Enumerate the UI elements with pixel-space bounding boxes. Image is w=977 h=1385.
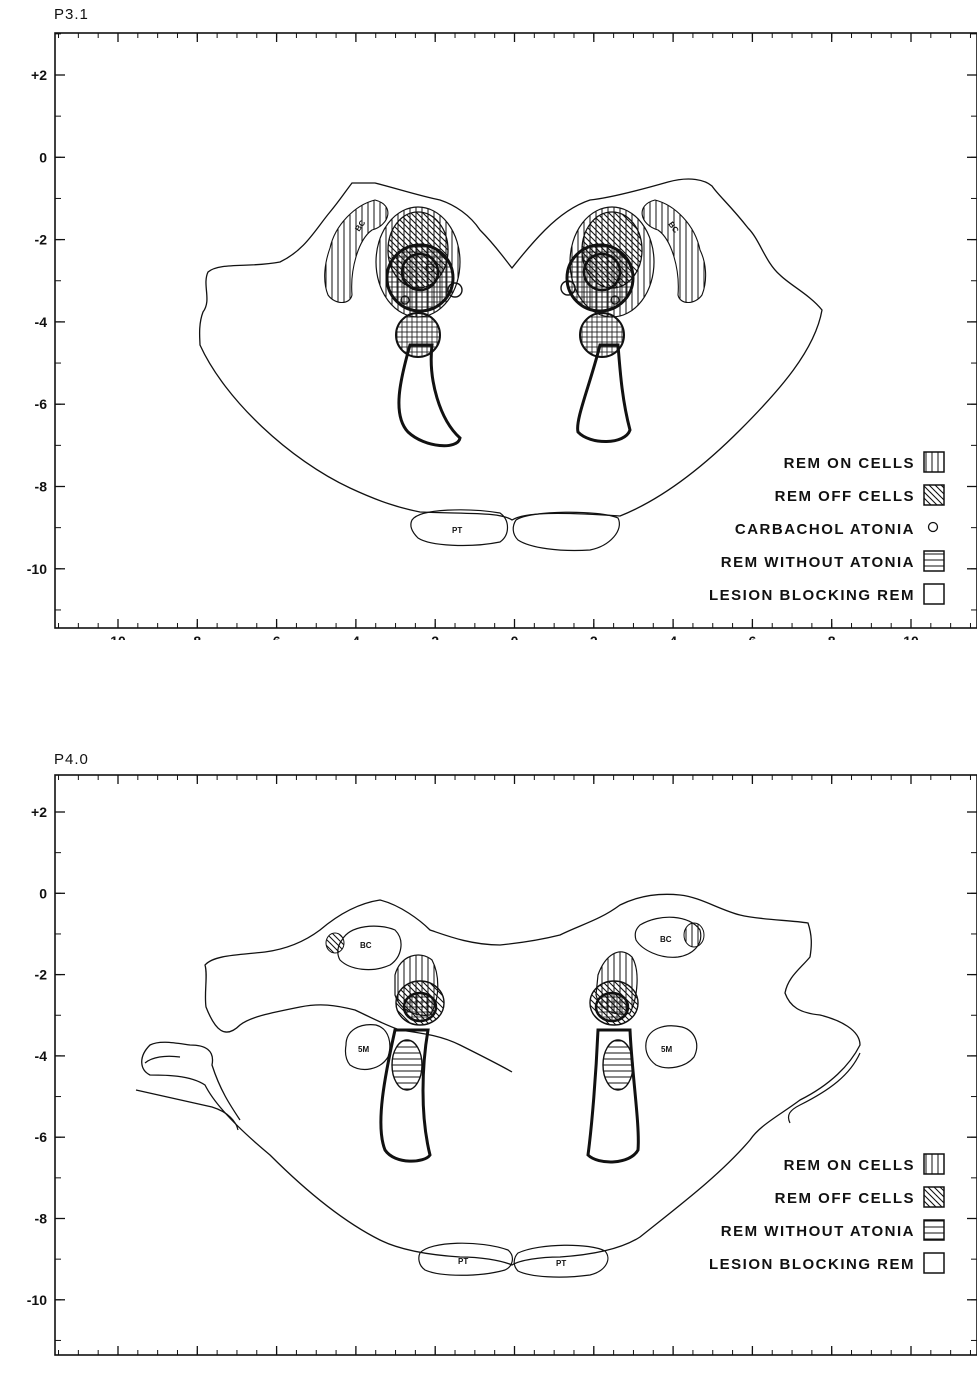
legend-label: REM ON CELLS — [784, 455, 915, 472]
pt-label-left: PT — [458, 1257, 468, 1266]
legend-swatch — [924, 584, 944, 604]
axes-frame — [55, 33, 977, 628]
legend-label: REM WITHOUT ATONIA — [721, 554, 915, 571]
y-tick-label: -4 — [35, 1048, 48, 1064]
x-tick-label: 6 — [273, 633, 281, 640]
legend: REM ON CELLS REM OFF CELLS CARBACHOL ATONI… — [709, 452, 944, 604]
y-tick-label: -2 — [35, 967, 48, 983]
pt-right — [513, 512, 619, 550]
x-tick-label: 10 — [903, 633, 919, 640]
legend-swatch — [924, 1253, 944, 1273]
legend-swatch — [924, 1220, 944, 1240]
lateral-line-right — [788, 1053, 860, 1123]
bc-right-hatch — [684, 923, 704, 947]
x-tick-label: 0 — [511, 633, 519, 640]
x-tick-label: 8 — [193, 633, 201, 640]
bc-label-left: BC — [360, 941, 372, 950]
pt-label: PT — [452, 526, 462, 535]
right-complex — [588, 952, 638, 1162]
panel-p3-1: P3.1 +20-2-4-6-8-101086420246810 PT BC B… — [0, 0, 977, 640]
section-diagram: +20-2-4-6-8-101086420246810 PT PT BC BC … — [0, 745, 977, 1359]
y-tick-label: 0 — [39, 149, 47, 165]
x-tick-label: 6 — [749, 633, 757, 640]
legend-swatch-circle — [929, 523, 938, 532]
right-complex — [561, 207, 654, 442]
legend-label: REM OFF CELLS — [775, 1190, 915, 1207]
section-diagram: +20-2-4-6-8-101086420246810 PT BC BC — [0, 0, 977, 640]
x-tick-label: 2 — [590, 633, 598, 640]
y-tick-label: 0 — [39, 885, 47, 901]
bc-label-right: BC — [660, 935, 672, 944]
legend-label: REM OFF CELLS — [775, 488, 915, 505]
y-tick-label: -4 — [35, 314, 48, 330]
legend-swatch — [924, 485, 944, 505]
y-tick-label: -6 — [35, 1129, 48, 1145]
x-tick-label: 2 — [431, 633, 439, 640]
legend: REM ON CELLS REM OFF CELLS REM WITHOUT ATO… — [709, 1154, 944, 1273]
left-complex — [376, 207, 462, 446]
lateral-line-left-lower — [145, 1056, 180, 1063]
5m-label-right: 5M — [661, 1045, 672, 1054]
legend-swatch — [924, 1154, 944, 1174]
pt-label-right: PT — [556, 1259, 566, 1268]
brainstem-outline — [142, 894, 860, 1265]
brainstem-outline — [200, 179, 822, 520]
y-tick-label: -6 — [35, 396, 48, 412]
y-tick-label: -10 — [27, 1292, 47, 1308]
left-complex — [381, 955, 444, 1161]
y-tick-label: -10 — [27, 561, 47, 577]
legend-swatch — [924, 551, 944, 571]
bc-left-hatch — [326, 933, 344, 953]
legend-label: LESION BLOCKING REM — [709, 587, 915, 604]
y-tick-label: +2 — [31, 67, 47, 83]
legend-swatch — [924, 1187, 944, 1207]
y-tick-label: +2 — [31, 804, 47, 820]
x-tick-label: 8 — [828, 633, 836, 640]
panel-p4-0: P4.0 +20-2-4-6-8-101086420246810 PT PT B… — [0, 745, 977, 1385]
legend-swatch — [924, 452, 944, 472]
y-tick-label: -2 — [35, 232, 48, 248]
x-tick-label: 10 — [110, 633, 126, 640]
y-tick-label: -8 — [35, 479, 48, 495]
legend-label: REM ON CELLS — [784, 1157, 915, 1174]
legend-label: REM WITHOUT ATONIA — [721, 1223, 915, 1240]
y-tick-label: -8 — [35, 1211, 48, 1227]
legend-label: LESION BLOCKING REM — [709, 1256, 915, 1273]
legend-label: CARBACHOL ATONIA — [735, 521, 915, 538]
axis-ticks: +2 0 -2 -4 -6 -8 -10 10 8 6 4 2 0 2 4 6 8 10 — [27, 33, 977, 640]
5m-label-left: 5M — [358, 1045, 369, 1054]
x-tick-label: 4 — [669, 633, 677, 640]
x-tick-label: 4 — [352, 633, 360, 640]
